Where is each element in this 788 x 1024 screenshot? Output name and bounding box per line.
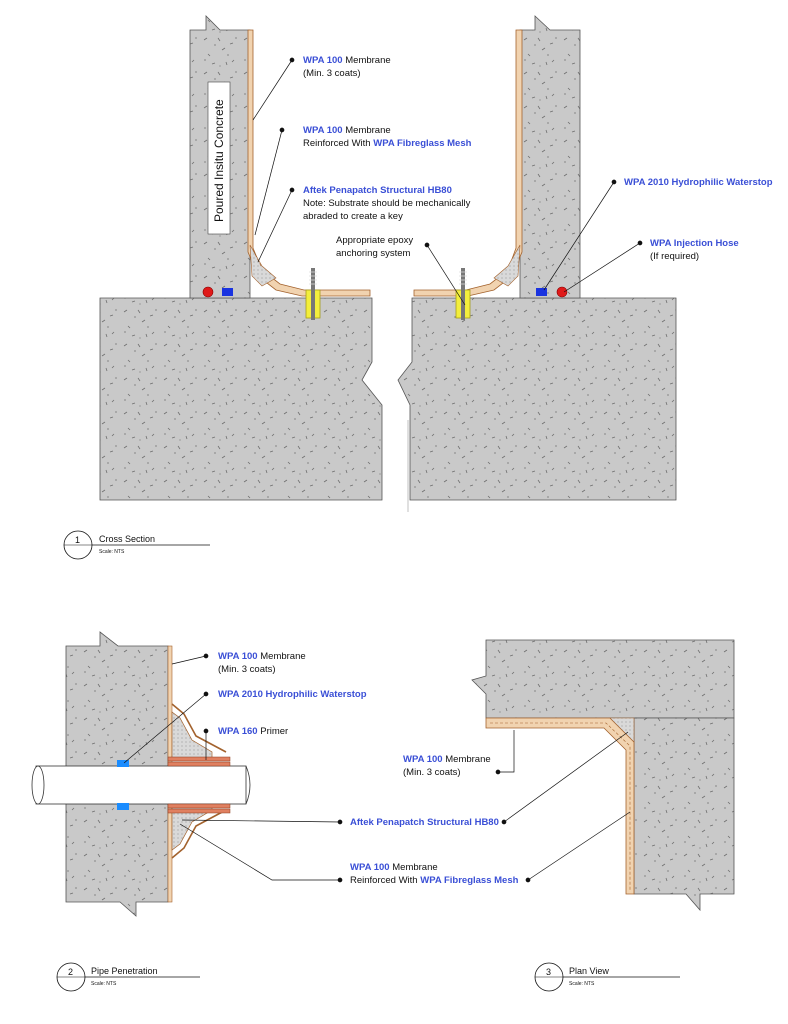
title-1-text: Cross Section — [99, 534, 155, 544]
pp-reinforced-text: Membrane — [390, 862, 438, 873]
pv-membrane-coats: (Min. 3 coats) — [403, 767, 461, 778]
plan-top-wall — [471, 639, 735, 719]
svg-text:WPA 100 Membrane: WPA 100 Membrane — [218, 651, 306, 662]
cs-membrane-coats: (Min. 3 coats) — [303, 68, 361, 79]
title-2-text: Pipe Penetration — [91, 966, 158, 976]
plan-side-wall — [633, 717, 735, 912]
cs-fibreglass-mesh: WPA Fibreglass Mesh — [373, 138, 471, 149]
svg-text:WPA 100 Membrane: WPA 100 Membrane — [303, 125, 391, 136]
cs-epoxy-line1: Appropriate epoxy — [336, 235, 413, 246]
cs-hose-product: WPA Injection Hose — [650, 238, 739, 249]
title-2-scale: Scale: NTS — [91, 981, 117, 987]
left-anchor — [305, 268, 321, 320]
cs-hose-note: (If required) — [650, 251, 699, 262]
right-membrane — [413, 29, 523, 297]
title-3-scale: Scale: NTS — [569, 981, 595, 987]
svg-text:WPA 100 Membrane: WPA 100 Membrane — [403, 754, 491, 765]
left-injection-hose — [202, 286, 214, 298]
cross-section-detail: Poured Insitu Concrete — [99, 15, 773, 512]
pipe-leaders — [123, 653, 343, 883]
pp-primer-text: Primer — [258, 726, 289, 737]
svg-text:WPA 100 Membrane: WPA 100 Membrane — [303, 55, 391, 66]
svg-text:WPA 100 Membrane: WPA 100 Membrane — [350, 862, 438, 873]
cross-section-leaders — [252, 57, 643, 306]
pipe-waterstop-top — [117, 760, 129, 767]
cs-penapatch-product: Aftek Penapatch Structural HB80 — [303, 185, 452, 196]
left-slab — [99, 297, 383, 501]
pp-membrane-product: WPA 100 — [218, 651, 258, 662]
pp-reinforced-line2: Reinforced With — [350, 875, 420, 886]
cs-reinforced-line2: Reinforced With — [303, 138, 373, 149]
cs-penapatch-note: Note: Substrate should be mechanically — [303, 198, 471, 209]
pp-waterstop-product: WPA 2010 Hydrophilic Waterstop — [218, 689, 367, 700]
pp-fibreglass-mesh: WPA Fibreglass Mesh — [420, 875, 518, 886]
right-anchor — [455, 268, 471, 320]
svg-text:WPA 160 Primer: WPA 160 Primer — [218, 726, 288, 737]
pipe-waterstop-bottom — [117, 803, 129, 810]
poured-concrete-label: Poured Insitu Concrete — [212, 99, 226, 222]
plan-membrane — [485, 717, 635, 895]
cs-reinforced-text: Membrane — [343, 125, 391, 136]
cs-membrane-product: WPA 100 — [303, 55, 343, 66]
svg-text:Reinforced With WPA Fibreglass: Reinforced With WPA Fibreglass Mesh — [303, 138, 472, 149]
cs-penapatch-note2: abraded to create a key — [303, 211, 403, 222]
pv-membrane-text: Membrane — [443, 754, 491, 765]
title-1-number: 1 — [75, 535, 80, 545]
pp-primer-product: WPA 160 — [218, 726, 258, 737]
pp-membrane-coats: (Min. 3 coats) — [218, 664, 276, 675]
pp-penapatch-product: Aftek Penapatch Structural HB80 — [350, 817, 499, 828]
pipe-penetration-detail: WPA 100 Membrane (Min. 3 coats) WPA 2010… — [31, 631, 519, 917]
title-3-text: Plan View — [569, 966, 609, 976]
title-1-scale: Scale: NTS — [99, 549, 125, 555]
right-slab — [397, 297, 677, 501]
left-membrane — [247, 29, 371, 297]
cs-epoxy-line2: anchoring system — [336, 248, 411, 259]
right-waterstop — [536, 288, 547, 296]
title-pipe-penetration: 2 Pipe Penetration Scale: NTS — [56, 962, 200, 992]
right-injection-hose — [556, 286, 568, 298]
pp-reinforced-product: WPA 100 — [350, 862, 390, 873]
cs-reinforced-product: WPA 100 — [303, 125, 343, 136]
cs-waterstop-product: WPA 2010 Hydrophilic Waterstop — [624, 177, 773, 188]
pipe — [31, 765, 251, 805]
title-3-number: 3 — [546, 967, 551, 977]
pp-membrane-text: Membrane — [258, 651, 306, 662]
cs-membrane-text: Membrane — [343, 55, 391, 66]
title-cross-section: 1 Cross Section Scale: NTS — [63, 530, 210, 560]
svg-text:Reinforced With WPA Fibreglass: Reinforced With WPA Fibreglass Mesh — [350, 875, 519, 886]
pv-membrane-product: WPA 100 — [403, 754, 443, 765]
title-2-number: 2 — [68, 967, 73, 977]
plan-view-detail: WPA 100 Membrane (Min. 3 coats) — [403, 639, 735, 912]
plan-leaders — [495, 730, 631, 883]
right-wall — [519, 15, 581, 299]
left-waterstop — [222, 288, 233, 296]
title-plan-view: 3 Plan View Scale: NTS — [534, 962, 680, 992]
